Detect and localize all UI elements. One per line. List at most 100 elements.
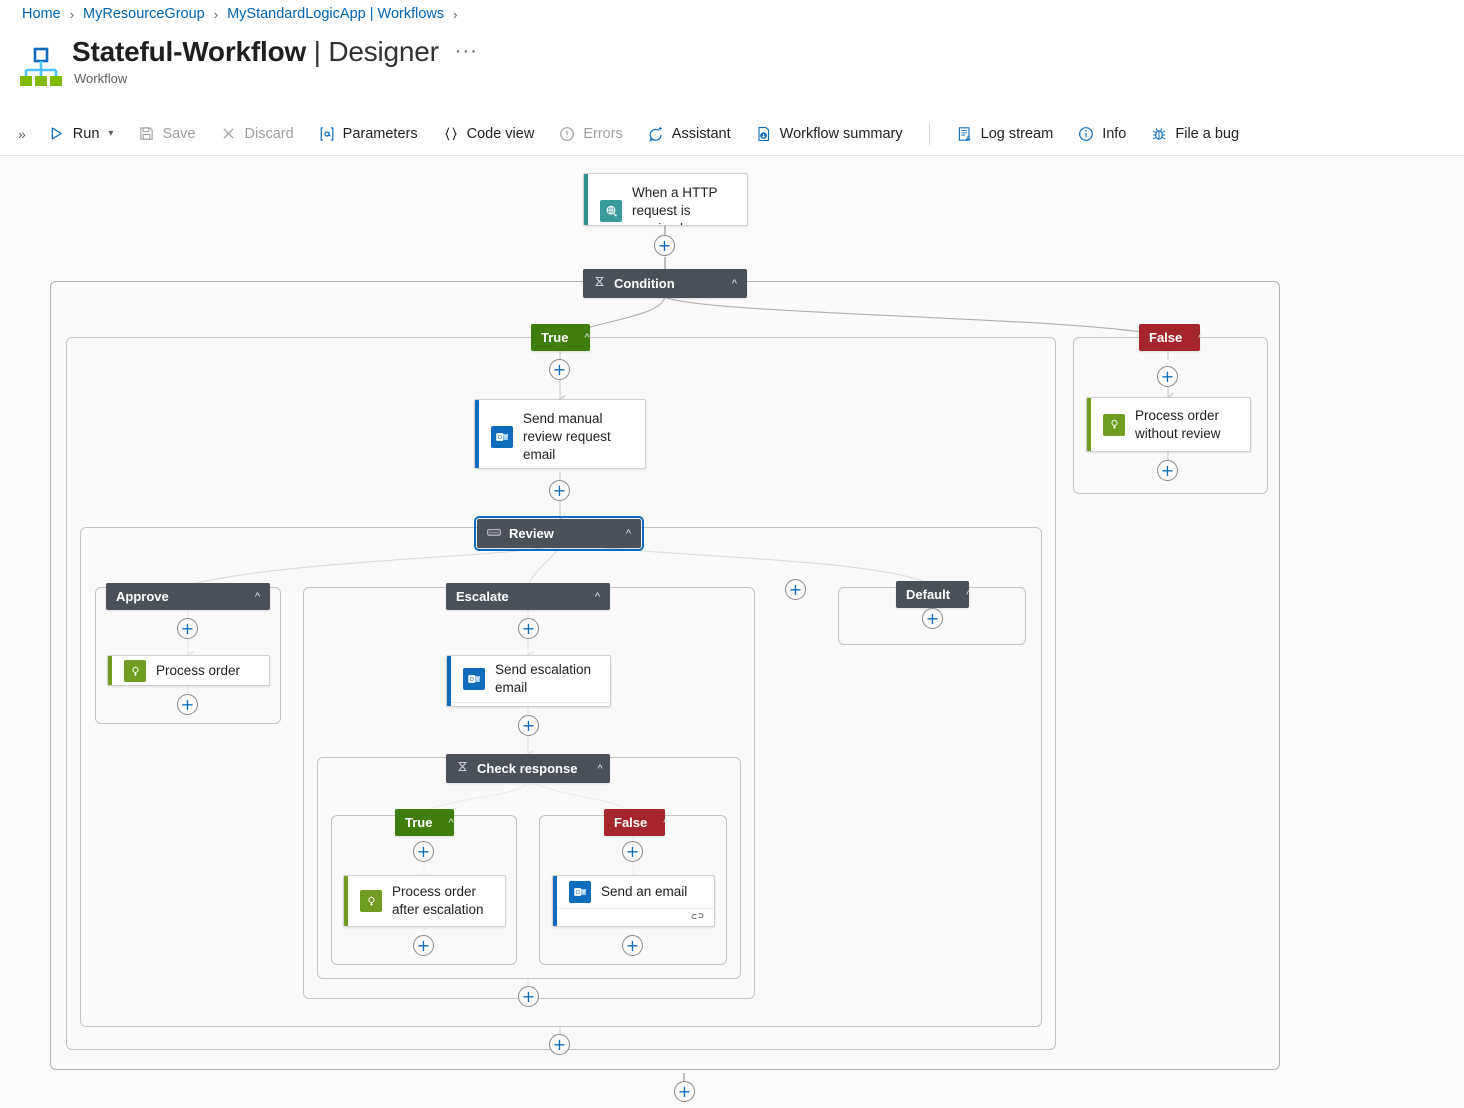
add-action-button[interactable]: + [518, 618, 539, 639]
add-action-button[interactable]: + [413, 935, 434, 956]
chevron-up-icon[interactable]: ^ [448, 816, 454, 829]
branch-label: False [1149, 330, 1183, 345]
toolbar-info-button[interactable]: Info [1067, 121, 1136, 147]
add-action-button[interactable]: + [1157, 460, 1178, 481]
node-trigger-http-request[interactable]: When a HTTP request is received [583, 173, 748, 226]
node-label: When a HTTP request is received [632, 185, 718, 225]
add-action-button[interactable]: + [518, 715, 539, 736]
breadcrumb-item-home[interactable]: Home [22, 6, 61, 22]
toolbar-file-a-bug-button[interactable]: File a bug [1140, 121, 1249, 147]
workflow-designer-canvas[interactable]: When a HTTP request is received Conditio… [0, 157, 1464, 1108]
node-label: Send an email [601, 884, 688, 900]
node-accent-bar [108, 656, 112, 685]
branch-label: True [541, 330, 569, 345]
node-accent-bar [447, 656, 451, 706]
node-review-label: Review [509, 526, 554, 541]
breadcrumb-item-resource-group[interactable]: MyResourceGroup [83, 6, 205, 22]
add-action-button[interactable]: + [549, 359, 570, 380]
branch-badge-check-true[interactable]: True ^ [395, 809, 454, 836]
node-review-switch[interactable]: Review ^ [474, 516, 644, 551]
toolbar-save-button[interactable]: Save [127, 121, 205, 147]
node-label: Send manual review request email [523, 411, 611, 462]
toolbar-errors-button[interactable]: Errors [548, 121, 632, 147]
node-check-response[interactable]: Check response ^ [446, 754, 610, 783]
toolbar-discard-button[interactable]: Discard [210, 121, 304, 147]
node-send-manual-review-request-email[interactable]: O Send manual review request email [474, 399, 646, 469]
node-process-order-without-review[interactable]: Process order without review [1086, 397, 1251, 452]
node-condition[interactable]: Condition ^ [583, 269, 747, 298]
breadcrumb-item-logic-app[interactable]: MyStandardLogicApp | Workflows [227, 6, 445, 22]
chevron-up-icon[interactable]: ^ [254, 590, 260, 603]
node-footer [557, 908, 714, 926]
toolbar-code-view-label: Code view [466, 125, 535, 142]
chevron-up-icon[interactable]: ^ [966, 588, 972, 601]
page-subtitle: Workflow [74, 71, 128, 86]
chevron-up-icon[interactable]: ^ [597, 762, 603, 775]
save-disk-icon [137, 125, 155, 143]
add-action-button[interactable]: + [1157, 366, 1178, 387]
more-options-button[interactable]: ··· [454, 40, 478, 62]
node-send-escalation-email[interactable]: O Send escalation email [446, 655, 611, 707]
branch-badge-case-approve[interactable]: Approve ^ [106, 583, 270, 610]
check-response-scope [317, 757, 741, 979]
node-label: Process order without review [1135, 407, 1221, 441]
add-case-button[interactable]: + [785, 579, 806, 600]
toolbar-parameters-label: Parameters [342, 125, 418, 142]
add-action-button[interactable]: + [622, 935, 643, 956]
node-process-order[interactable]: Process order [107, 655, 270, 686]
chevron-double-right-icon[interactable]: » [18, 125, 26, 142]
page-header: Stateful-Workflow | Designer ··· Workflo… [18, 36, 478, 90]
workflow-hierarchy-icon [18, 44, 64, 90]
branch-badge-case-default[interactable]: Default ^ [896, 581, 972, 608]
chevron-up-icon[interactable]: ^ [1198, 331, 1204, 344]
toolbar-errors-label: Errors [583, 125, 623, 142]
chevron-up-icon[interactable]: ^ [663, 816, 669, 829]
add-action-button[interactable]: + [177, 618, 198, 639]
add-action-button[interactable]: + [674, 1081, 695, 1102]
node-footer [451, 701, 610, 706]
chevron-up-icon[interactable]: ^ [594, 590, 600, 603]
add-action-button[interactable]: + [654, 235, 675, 256]
branch-label: Approve [116, 589, 169, 604]
add-action-button[interactable]: + [413, 841, 434, 862]
node-send-an-email[interactable]: O Send an email [552, 875, 715, 927]
chevron-up-icon[interactable]: ^ [625, 527, 631, 540]
node-accent-bar [1087, 398, 1091, 451]
add-action-button[interactable]: + [549, 1034, 570, 1055]
switch-icon [487, 525, 501, 543]
toolbar-workflow-summary-button[interactable]: Workflow summary [745, 121, 913, 147]
branch-badge-condition-true[interactable]: True ^ [531, 324, 590, 351]
compose-action-icon [360, 890, 382, 912]
close-x-icon [220, 125, 238, 143]
branch-badge-condition-false[interactable]: False ^ [1139, 324, 1204, 351]
add-action-button[interactable]: + [549, 480, 570, 501]
add-action-button[interactable]: + [922, 608, 943, 629]
branch-badge-case-escalate[interactable]: Escalate ^ [446, 583, 610, 610]
add-action-button[interactable]: + [622, 841, 643, 862]
summary-doc-icon [755, 125, 773, 143]
chevron-down-icon[interactable]: ▾ [108, 128, 114, 139]
compose-action-icon [1103, 413, 1125, 436]
breadcrumb: Home › MyResourceGroup › MyStandardLogic… [22, 6, 466, 22]
toolbar-code-view-button[interactable]: Code view [432, 121, 545, 147]
toolbar-run-label: Run [72, 125, 100, 142]
toolbar-parameters-button[interactable]: Parameters [308, 121, 428, 147]
chevron-up-icon[interactable]: ^ [584, 331, 590, 344]
node-process-order-after-escalation[interactable]: Process order after escalation [343, 875, 506, 927]
branch-badge-check-false[interactable]: False ^ [604, 809, 669, 836]
breadcrumb-separator-icon: › [69, 6, 75, 22]
toolbar-assistant-button[interactable]: Assistant [637, 121, 741, 147]
node-accent-bar [553, 876, 557, 926]
branch-label: Default [906, 587, 951, 602]
info-circle-icon [1077, 125, 1095, 143]
outlook-email-icon: O [491, 425, 513, 448]
node-accent-bar [584, 174, 588, 225]
toolbar-discard-label: Discard [244, 125, 294, 142]
add-action-button[interactable]: + [177, 694, 198, 715]
svg-text:O: O [470, 677, 475, 683]
toolbar-run-button[interactable]: Run ▾ [38, 121, 124, 147]
branch-label: False [614, 815, 648, 830]
chevron-up-icon[interactable]: ^ [731, 277, 737, 290]
add-action-button[interactable]: + [518, 986, 539, 1007]
toolbar-log-stream-button[interactable]: Log stream [946, 121, 1064, 147]
